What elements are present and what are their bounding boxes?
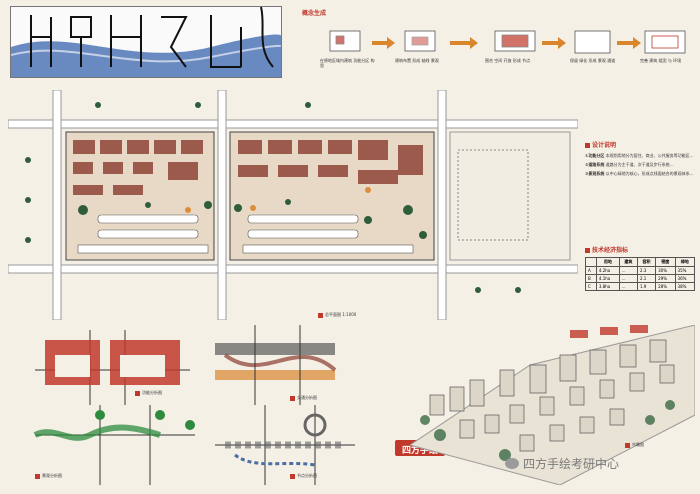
traffic-diagram (215, 325, 337, 405)
concept-step-1: 在原地区域内建筑 功能分区 构思 (320, 58, 375, 68)
design-note-1: ①功能分区 本规划用地分为居住、商业、公共服务等功能区... (585, 153, 694, 158)
master-plan-drawing (7, 89, 579, 321)
node-analysis-title: 节点分析图 (290, 473, 317, 479)
concept-step-2: 建筑布置 形成 轴线 景观 (395, 58, 439, 63)
watermark-text: 四方手绘考研中心 (523, 457, 620, 471)
landscape-diagram (33, 405, 195, 485)
traffic-analysis-title: 交通分析图 (290, 395, 317, 401)
concept-title: 概念生成 (302, 10, 327, 17)
landscape-analysis-title: 景观分析图 (35, 473, 62, 479)
landscape-analysis: 景观分析图 (30, 405, 200, 485)
wechat-icon (505, 458, 519, 469)
econ-table-title: 技术经济指标 (592, 247, 629, 254)
river-sketch (10, 6, 283, 77)
node-diagram (215, 405, 355, 485)
concept-step-3: 围合 空间 开放 形成 节点 (485, 58, 531, 63)
function-diagram (35, 330, 190, 405)
aerial-view-title: 鸟瞰图 (625, 442, 644, 448)
function-analysis-title: 功能分析图 (135, 390, 162, 396)
concept-diagrams (329, 30, 686, 54)
concept-step-5: 完善 建筑 组团 与 环境 (640, 58, 682, 63)
master-plan-label: 总平面图 1:1000 (318, 312, 356, 318)
design-notes-title: 设计说明 (592, 142, 617, 149)
brand-seal-text: 四方手绘 (401, 446, 438, 456)
node-analysis: 节点分析图 (205, 405, 370, 485)
design-note-2: ②道路系统 道路分为主干道、次干道及步行系统... (585, 162, 674, 167)
design-note-3: ③景观系统 以中心绿地为核心，形成点线面结合的景观体系... (585, 171, 694, 176)
master-plan: 总平面图 1:1000 (7, 89, 579, 321)
watermark: 四方手绘考研中心 (505, 455, 619, 472)
design-notes: 设计说明 ①功能分区 本规划用地分为居住、商业、公共服务等功能区... ②道路系… (585, 140, 695, 176)
concept-section: 概念生成 在原地区域内建筑 功能分区 构思 建筑布置 形成 轴线 景观 围合 空… (290, 6, 695, 86)
header-sketch (10, 6, 283, 78)
concept-step-4: 保留 绿化 形成 景观 通道 (570, 58, 616, 63)
function-analysis: 功能分析图 (30, 330, 200, 405)
traffic-analysis: 交通分析图 (205, 325, 370, 405)
